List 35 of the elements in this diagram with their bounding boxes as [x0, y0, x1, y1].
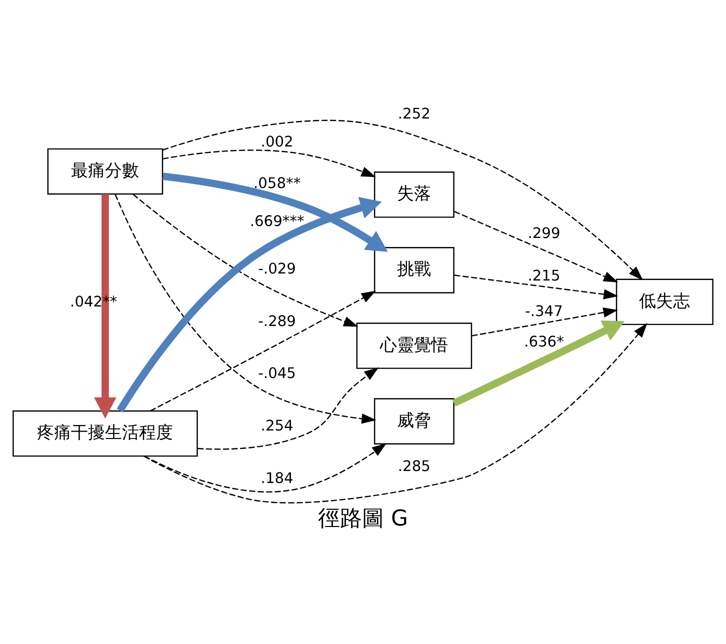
edge-label: .002 [260, 134, 294, 151]
node-box: 最痛分數 [47, 148, 164, 195]
edge-label: .252 [398, 106, 430, 123]
node-box: 失落 [374, 171, 454, 218]
edge-label: .058** [254, 175, 301, 192]
node-box: 疼痛干擾生活程度 [12, 410, 198, 457]
edge-label: .215 [528, 268, 560, 285]
edge-label: -.045 [258, 365, 296, 382]
edge-label: .285 [398, 458, 430, 475]
node-box: 心靈覺悟 [356, 322, 472, 369]
arrow [162, 172, 388, 252]
edge-label: -.347 [525, 303, 563, 320]
edge-label: .669*** [250, 212, 304, 230]
edge-label: -.029 [258, 260, 296, 278]
arrow [452, 320, 625, 406]
caption: 徑路圖 G [318, 506, 408, 532]
arrow [132, 194, 358, 327]
node-box: 挑戰 [374, 247, 454, 294]
arrow [143, 323, 648, 504]
edge-label: .299 [528, 225, 560, 242]
arrow [162, 150, 376, 178]
arrow [150, 290, 376, 412]
node-box: 威脅 [374, 398, 454, 444]
arrow [197, 367, 379, 450]
arrow [472, 307, 618, 336]
edge-label: .254 [260, 418, 294, 435]
arrow [454, 210, 618, 282]
arrow [162, 120, 644, 280]
arrow [94, 194, 116, 419]
edge-label: -.289 [258, 312, 296, 330]
arrow [454, 274, 618, 300]
arrow [144, 443, 387, 492]
edge-label: .184 [260, 470, 294, 488]
edge-label: .636* [524, 334, 564, 350]
node-box: 低失志 [616, 278, 714, 326]
